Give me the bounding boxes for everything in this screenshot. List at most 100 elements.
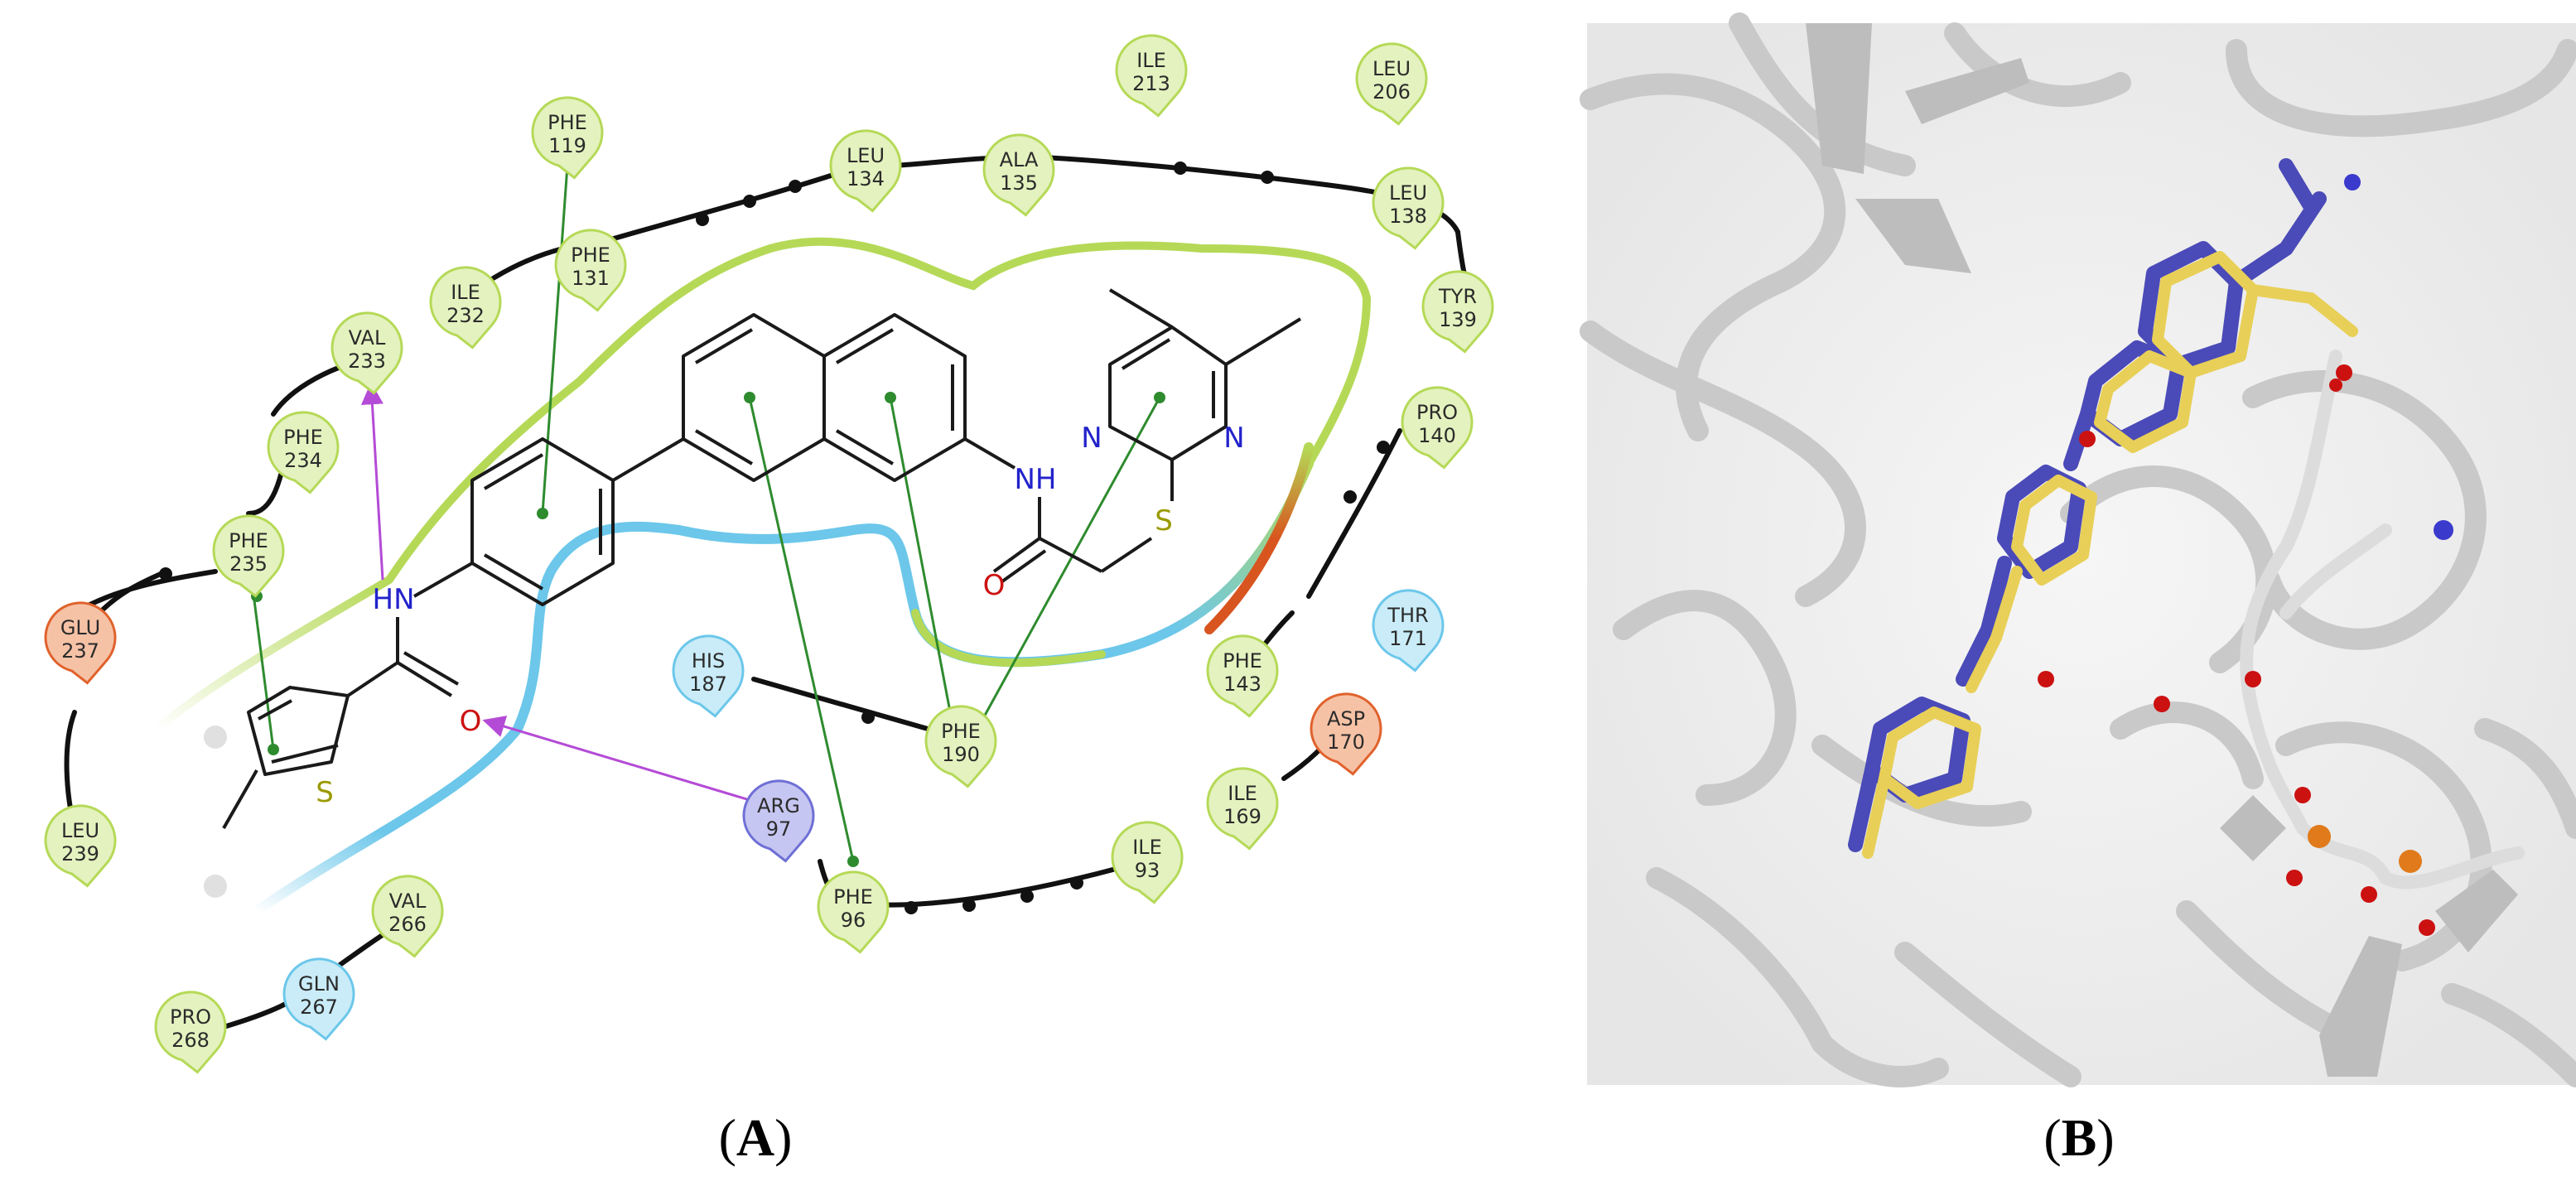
residue-name: ARG [757, 794, 800, 817]
atom-o-left: O [460, 705, 482, 738]
panel-label-b: (B) [2043, 1108, 2114, 1167]
residue-name: LEU [847, 144, 885, 167]
residue-marker-shape [212, 514, 285, 598]
residue-name: ILE [451, 281, 480, 304]
residue-marker-shape [742, 779, 815, 863]
residue-marker-shape [554, 229, 627, 312]
atom-nh-right: NH [1015, 463, 1057, 496]
residue-number: 206 [1372, 80, 1411, 104]
residue-number: 266 [388, 913, 427, 936]
residue-name: HIS [692, 649, 725, 673]
residue-number: 232 [446, 304, 485, 327]
residue-number: 268 [171, 1029, 210, 1052]
residue-marker-shape [154, 991, 227, 1074]
residue-number: 190 [942, 743, 980, 766]
solvent-exposure-marker [204, 726, 227, 749]
ligand-pose-blue [1848, 158, 2327, 852]
pocket-surface-outline [153, 237, 1372, 733]
panel-letter: A [736, 1108, 774, 1167]
residue-marker-shape [371, 875, 444, 958]
ligand-skeleton [222, 288, 1302, 829]
residue-number: 131 [572, 267, 610, 290]
residue-marker-shape [330, 311, 403, 395]
residue-marker-shape [267, 411, 340, 494]
panel-b-structure: (B) [1580, 12, 2576, 1167]
ligand-atom-labels: HN NH O O S S N N [316, 422, 1245, 809]
residue-name: PHE [548, 111, 587, 134]
residue-marker-shape [1115, 34, 1188, 118]
residue-name: GLU [60, 616, 100, 639]
residue-number: 171 [1389, 627, 1427, 650]
atom-o-right: O [983, 569, 1006, 602]
residue-name: VAL [389, 890, 427, 913]
atom-n-pyrimidine-2: N [1223, 422, 1244, 455]
residue-marker-shape [1401, 386, 1474, 470]
residue-name: ILE [1136, 49, 1166, 72]
residue-marker-shape [1206, 767, 1279, 851]
panel-letter: B [2062, 1108, 2097, 1167]
residue-number: 235 [229, 552, 268, 576]
residue-name: ALA [1000, 148, 1039, 171]
cofactor-sticks [2240, 350, 2525, 890]
residue-number: 134 [847, 167, 885, 190]
residue-marker-shape [672, 634, 745, 718]
residue-number: 119 [548, 134, 586, 157]
residue-name: PHE [1223, 649, 1262, 673]
residue-number: 237 [61, 639, 99, 663]
residue-marker-shape [282, 957, 355, 1041]
residue-number: 213 [1132, 72, 1170, 95]
backbone-dots [159, 162, 1390, 914]
residue-marker-shape [817, 870, 890, 954]
pi-stacking-lines [247, 165, 1161, 862]
residue-number: 135 [1000, 171, 1038, 195]
residue-number: 139 [1439, 308, 1477, 331]
residue-name: THR [1387, 604, 1428, 627]
residue-number: 239 [61, 842, 99, 865]
cofactor-heteroatoms [2038, 174, 2453, 936]
residue-number: 93 [1135, 859, 1160, 882]
atom-nh-left: HN [373, 583, 415, 616]
protein-sheets [1806, 23, 2518, 1077]
atom-s-thiophene: S [316, 776, 334, 809]
solvent-exposure-marker [204, 875, 227, 898]
residue-marker-shape [1372, 166, 1445, 250]
residue-number: 234 [284, 449, 322, 472]
residue-marker-shape [1310, 692, 1382, 776]
residue-marker-shape [429, 266, 502, 350]
residue-number: 233 [348, 350, 386, 373]
residue-marker-shape [1372, 589, 1445, 673]
residue-marker-shape [829, 129, 902, 213]
residue-name: ASP [1327, 707, 1365, 730]
residue-marker-shape [982, 133, 1055, 217]
residue-marker-shape [44, 804, 117, 888]
residue-number: 97 [766, 817, 792, 841]
atom-s-thioether: S [1155, 504, 1173, 538]
residue-name: VAL [349, 326, 386, 350]
residue-marker-shape [924, 705, 997, 788]
residue-name: PRO [1416, 401, 1458, 424]
residue-name: LEU [1372, 57, 1411, 80]
residue-name: PRO [170, 1005, 211, 1029]
